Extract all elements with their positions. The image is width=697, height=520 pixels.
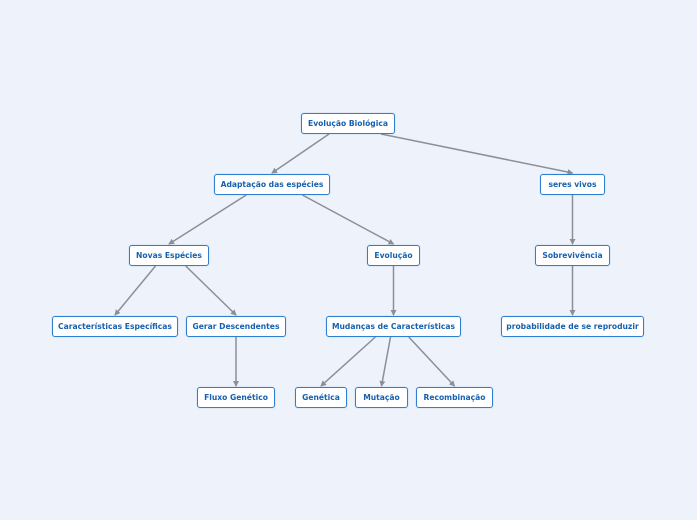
connector-adaptacao-to-evolucao — [302, 194, 395, 245]
node-mudancas-de-caracteristicas[interactable]: Mudanças de Características — [326, 316, 461, 337]
node-evolucao[interactable]: Evolução — [367, 245, 420, 266]
node-caracteristicas-especificas[interactable]: Características Específicas — [52, 316, 178, 337]
node-seres-vivos[interactable]: seres vivos — [540, 174, 605, 195]
connector-novas-especies-to-gerar-descendentes — [185, 265, 237, 316]
connector-evolucao-biologica-to-adaptacao — [271, 133, 330, 174]
connector-novas-especies-to-caracteristicas-especificas — [114, 265, 157, 316]
node-recombinacao[interactable]: Recombinação — [416, 387, 493, 408]
node-mutacao[interactable]: Mutação — [355, 387, 408, 408]
connector-evolucao-biologica-to-seres-vivos — [380, 133, 574, 175]
node-probabilidade-de-se-reproduzir[interactable]: probabilidade de se reproduzir — [501, 316, 644, 337]
connector-mudancas-to-recombinacao — [408, 336, 456, 387]
connector-mudancas-to-mutacao — [379, 336, 392, 387]
connector-adaptacao-to-novas-especies — [168, 194, 247, 245]
node-fluxo-genetico[interactable]: Fluxo Genético — [197, 387, 275, 408]
node-evolucao-biologica[interactable]: Evolução Biológica — [301, 113, 395, 134]
node-genetica[interactable]: Genética — [295, 387, 347, 408]
node-gerar-descendentes[interactable]: Gerar Descendentes — [186, 316, 286, 337]
connector-mudancas-to-genetica — [320, 336, 376, 387]
node-adaptacao-das-especies[interactable]: Adaptação das espécies — [214, 174, 330, 195]
node-novas-especies[interactable]: Novas Espécies — [129, 245, 209, 266]
node-sobrevivencia[interactable]: Sobrevivência — [535, 245, 610, 266]
